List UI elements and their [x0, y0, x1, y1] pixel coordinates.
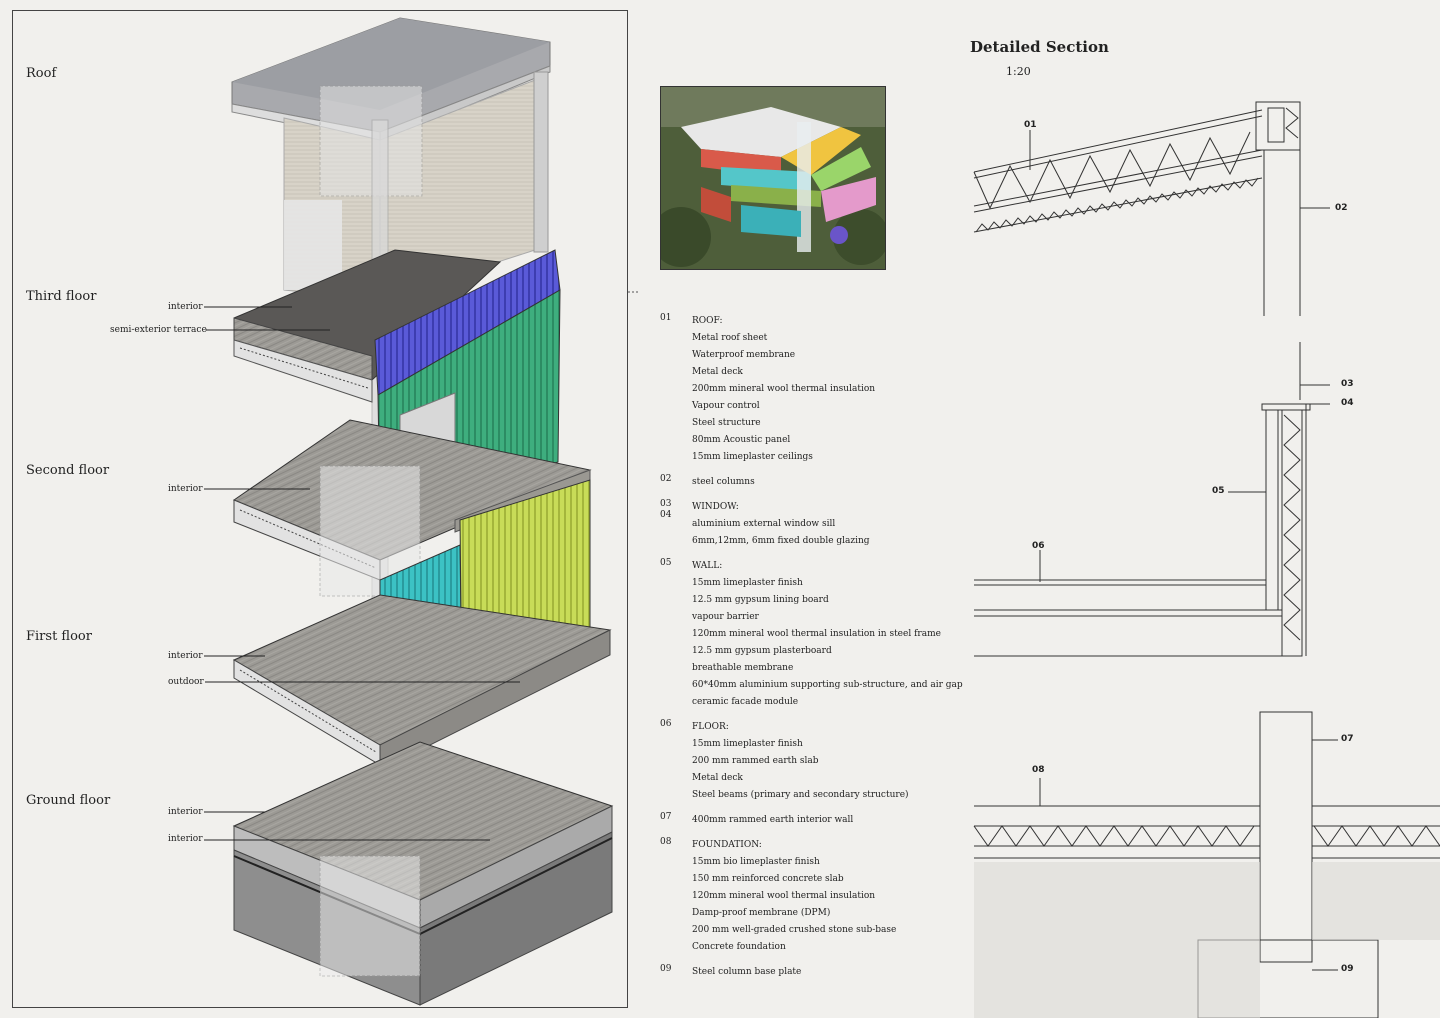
- callout-05: 05: [1212, 486, 1225, 496]
- legend-item: 150 mm reinforced concrete slab: [692, 874, 844, 884]
- legend-group: 09 Steel column base plate: [660, 964, 970, 981]
- annotation-third-terrace: semi-exterior terrace: [110, 325, 207, 335]
- legend-number: 01: [660, 313, 672, 323]
- legend-heading: WINDOW:: [692, 502, 739, 512]
- legend-heading: FLOOR:: [692, 722, 729, 732]
- legend-item: 200mm mineral wool thermal insulation: [692, 384, 876, 394]
- legend-item: breathable membrane: [692, 663, 794, 673]
- legend-item: 60*40mm aluminium supporting sub-structu…: [692, 680, 963, 690]
- legend-number: 03 04: [660, 499, 672, 520]
- legend-number: 02: [660, 474, 672, 484]
- legend-item: Metal deck: [692, 773, 743, 783]
- legend-item: 12.5 mm gypsum plasterboard: [692, 646, 832, 656]
- legend-number: 07: [660, 812, 672, 822]
- legend-item: Metal deck: [692, 367, 743, 377]
- legend-item: Metal roof sheet: [692, 333, 768, 343]
- annotation-first-outdoor: outdoor: [168, 677, 204, 687]
- annotation-first-interior: interior: [168, 651, 203, 661]
- legend-item: 12.5 mm gypsum lining board: [692, 595, 829, 605]
- legend-item: Steel beams (primary and secondary struc…: [692, 790, 909, 800]
- legend-item: 15mm limeplaster finish: [692, 578, 803, 588]
- level-label-roof: Roof: [26, 66, 57, 81]
- legend-item: 80mm Acoustic panel: [692, 435, 791, 445]
- legend-item: Concrete foundation: [692, 942, 786, 952]
- legend-number: 08: [660, 837, 672, 847]
- legend-group: 07 400mm rammed earth interior wall: [660, 812, 970, 829]
- annotation-second-interior: interior: [168, 484, 203, 494]
- callout-07: 07: [1341, 734, 1354, 744]
- legend-item: Vapour control: [692, 401, 760, 411]
- legend-heading: 400mm rammed earth interior wall: [692, 815, 854, 825]
- legend-item: Waterproof membrane: [692, 350, 796, 360]
- level-label-first: First floor: [26, 629, 92, 644]
- legend-number: 09: [660, 964, 672, 974]
- legend-item: ceramic facade module: [692, 697, 799, 707]
- callout-03: 03: [1341, 379, 1354, 389]
- section-title: Detailed Section: [970, 38, 1109, 56]
- legend-group: 03 04 WINDOW: aluminium external window si…: [660, 499, 970, 550]
- axonometric-drawing: [204, 17, 640, 1006]
- callout-04: 04: [1341, 398, 1354, 408]
- legend-item: Damp-proof membrane (DPM): [692, 908, 831, 918]
- callout-08: 08: [1032, 765, 1045, 775]
- legend-group: 05 WALL: 15mm limeplaster finish 12.5 mm gy…: [660, 558, 970, 711]
- building-photo: [660, 86, 886, 270]
- legend-item: vapour barrier: [692, 612, 759, 622]
- legend-heading: steel columns: [692, 477, 755, 487]
- annotation-ground-interior-1: interior: [168, 807, 203, 817]
- callout-09: 09: [1341, 964, 1354, 974]
- legend-group: 02 steel columns: [660, 474, 970, 491]
- callout-01: 01: [1024, 120, 1037, 130]
- level-label-ground: Ground floor: [26, 793, 111, 808]
- section-scale: 1:20: [1006, 65, 1031, 78]
- level-label-second: Second floor: [26, 463, 110, 478]
- legend-group: 06 FLOOR: 15mm limeplaster finish 200 mm ra…: [660, 719, 970, 804]
- legend-item: 15mm bio limeplaster finish: [692, 857, 820, 867]
- legend-heading: Steel column base plate: [692, 967, 802, 977]
- annotation-third-interior: interior: [168, 302, 203, 312]
- legend-item: 15mm limeplaster finish: [692, 739, 803, 749]
- legend-group: 08 FOUNDATION: 15mm bio limeplaster finish…: [660, 837, 970, 956]
- legend-heading: FOUNDATION:: [692, 840, 762, 850]
- legend-heading: ROOF:: [692, 316, 723, 326]
- legend-number: 05: [660, 558, 672, 568]
- legend-item: 120mm mineral wool thermal insulation in…: [692, 629, 941, 639]
- legend-item: 15mm limeplaster ceilings: [692, 452, 813, 462]
- legend-heading: WALL:: [692, 561, 723, 571]
- legend-item: 200 mm well-graded crushed stone sub-bas…: [692, 925, 897, 935]
- callout-06: 06: [1032, 541, 1045, 551]
- annotation-ground-interior-2: interior: [168, 834, 203, 844]
- callout-02: 02: [1335, 203, 1348, 213]
- legend-item: 120mm mineral wool thermal insulation: [692, 891, 876, 901]
- legend-item: 200 mm rammed earth slab: [692, 756, 819, 766]
- legend-number: 06: [660, 719, 672, 729]
- axonometric-frame: [12, 10, 628, 1008]
- legend-item: Steel structure: [692, 418, 761, 428]
- legend-item: 6mm,12mm, 6mm fixed double glazing: [692, 536, 870, 546]
- legend-item: aluminium external window sill: [692, 519, 836, 529]
- level-label-third: Third floor: [26, 289, 97, 304]
